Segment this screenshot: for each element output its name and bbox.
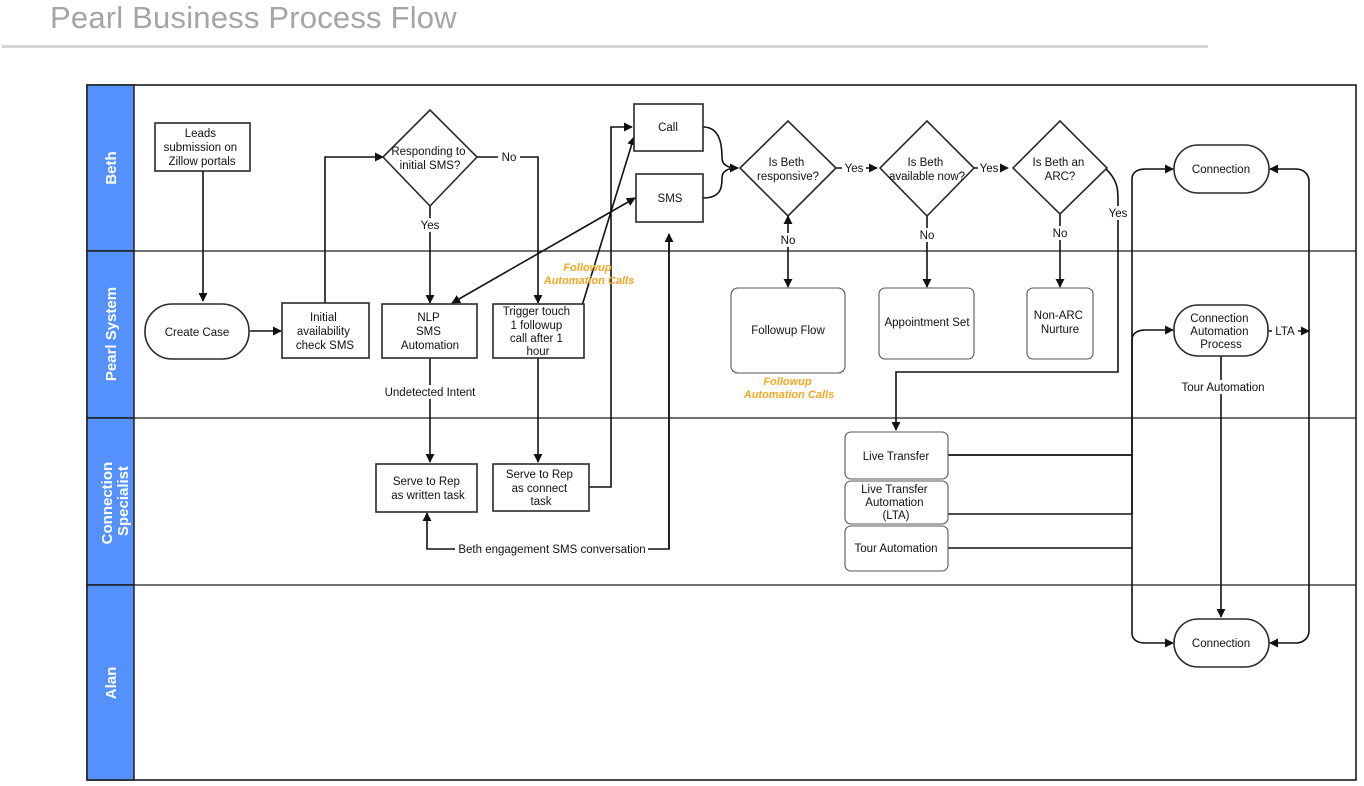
edge-serve-connect-call — [589, 122, 633, 488]
edge-label-undetected-intent: Undetected Intent — [385, 387, 477, 399]
edge-label-yes: Yes — [980, 163, 999, 175]
edge-label-no: No — [502, 152, 517, 164]
lane-label-alan: Alan — [103, 667, 120, 700]
node-connection-top[interactable]: Connection — [1173, 144, 1270, 194]
lane-band-connection-specialist — [86, 417, 135, 586]
annotation-followup-automation-calls: Followup Automation Calls — [743, 376, 834, 401]
edge-call-responsive — [702, 126, 739, 173]
node-non-arc-text: Non-ARC Nurture — [1034, 310, 1086, 336]
node-sms[interactable]: SMS — [635, 173, 704, 223]
node-initial-check-text: Initial availability check SMS — [296, 312, 354, 352]
pool-frame — [86, 84, 1357, 781]
node-responding-text: Responding to initial SMS? — [391, 146, 468, 172]
edge-sms-responsive — [702, 167, 739, 199]
edge-label-no: No — [781, 235, 796, 247]
node-beth-available-text: Is Beth available now? — [889, 157, 965, 183]
edge-initial-check-responding — [324, 152, 384, 303]
annotation-followup-automation-calls: Followup Automation Calls — [543, 262, 634, 287]
node-beth-responsive-decision[interactable]: Is Beth responsive? — [738, 119, 838, 218]
lane-label-connection: Connection — [99, 462, 116, 545]
edge-arc-live-transfer-yes — [891, 167, 1119, 431]
lane-label-pearl-system: Pearl System — [103, 287, 120, 381]
edge-label-yes: Yes — [845, 163, 864, 175]
node-connection-top-text: Connection — [1192, 164, 1250, 176]
node-beth-responsive-text: Is Beth responsive? — [757, 157, 819, 183]
edge-live-transfer-connection-top — [948, 164, 1174, 456]
node-sms-text: SMS — [658, 193, 683, 205]
node-call[interactable]: Call — [633, 103, 704, 152]
edge-connection-top-bottom — [1269, 164, 1310, 648]
node-tour-automation[interactable]: Tour Automation — [844, 525, 949, 572]
node-serve-written-task[interactable]: Serve to Rep as written task — [375, 463, 478, 513]
node-initial-availability-check[interactable]: Initial availability check SMS — [281, 302, 370, 359]
edge-lta-connection-auto — [948, 325, 1174, 515]
edge-label-yes: Yes — [1109, 208, 1128, 220]
node-beth-available-decision[interactable]: Is Beth available now? — [878, 119, 976, 218]
edge-label-lta: LTA — [1275, 326, 1295, 338]
node-live-transfer-automation[interactable]: Live Transfer Automation (LTA) — [844, 480, 949, 525]
lane-band-alan — [86, 584, 135, 781]
page-title: Pearl Business Process Flow — [50, 0, 457, 35]
node-live-transfer-text: Live Transfer — [863, 451, 930, 463]
node-leads-text: Leads submission on Zillow portals — [164, 128, 241, 168]
node-connection-bottom-text: Connection — [1192, 638, 1250, 650]
node-followup-flow-text: Followup Flow — [751, 325, 825, 337]
node-lta-text: Live Transfer Automation (LTA) — [861, 484, 931, 522]
node-appointment-set-text: Appointment Set — [884, 317, 970, 329]
node-nlp-sms-automation[interactable]: NLP SMS Automation — [381, 303, 478, 359]
edge-live-transfer-connection-bottom — [948, 454, 1174, 648]
node-leads[interactable]: Leads submission on Zillow portals — [154, 122, 251, 172]
node-trigger-touch[interactable]: Trigger touch 1 followup call after 1 ho… — [492, 303, 585, 359]
lane-label-specialist: Specialist — [115, 466, 132, 536]
node-serve-connect-text: Serve to Rep as connect task — [506, 469, 576, 508]
node-appointment-set[interactable]: Appointment Set — [878, 287, 975, 360]
node-trigger-text: Trigger touch 1 followup call after 1 ho… — [503, 306, 574, 358]
node-non-arc-nurture[interactable]: Non-ARC Nurture — [1026, 287, 1094, 360]
node-serve-written-text: Serve to Rep as written task — [391, 476, 465, 502]
edge-label-no: No — [1053, 228, 1068, 240]
title-divider — [2, 45, 1208, 48]
edge-nlp-sms-bidirectional — [451, 197, 636, 304]
node-call-text: Call — [658, 122, 678, 134]
node-beth-arc-text: Is Beth an ARC? — [1033, 157, 1088, 183]
edge-label-yes: Yes — [421, 220, 440, 232]
node-beth-arc-decision[interactable]: Is Beth an ARC? — [1011, 119, 1109, 216]
edge-labels: Yes No Undetected Intent Beth engagement… — [383, 150, 1298, 556]
node-responding-decision[interactable]: Responding to initial SMS? — [381, 108, 479, 208]
lane-label-connection-specialist: Connection Specialist — [99, 458, 132, 545]
lane-label-beth: Beth — [103, 151, 120, 184]
lane-band-pearl-system — [86, 250, 135, 419]
edge-label-no: No — [920, 230, 935, 242]
lane-band-beth — [86, 84, 135, 252]
node-connection-automation-process[interactable]: Connection Automation Process — [1173, 304, 1269, 357]
edge-label-tour-automation: Tour Automation — [1181, 382, 1264, 394]
node-create-case-text: Create Case — [165, 327, 230, 339]
node-tour-automation-text: Tour Automation — [854, 543, 937, 555]
node-connection-bottom[interactable]: Connection — [1173, 618, 1270, 668]
node-nlp-text: NLP SMS Automation — [401, 312, 459, 352]
edge-label-engagement-sms: Beth engagement SMS conversation — [458, 544, 645, 556]
node-live-transfer[interactable]: Live Transfer — [844, 431, 949, 480]
node-serve-connect-task[interactable]: Serve to Rep as connect task — [492, 463, 590, 512]
node-followup-flow[interactable]: Followup Flow — [730, 287, 846, 374]
node-connection-auto-text: Connection Automation Process — [1190, 313, 1251, 351]
node-create-case[interactable]: Create Case — [144, 303, 250, 360]
